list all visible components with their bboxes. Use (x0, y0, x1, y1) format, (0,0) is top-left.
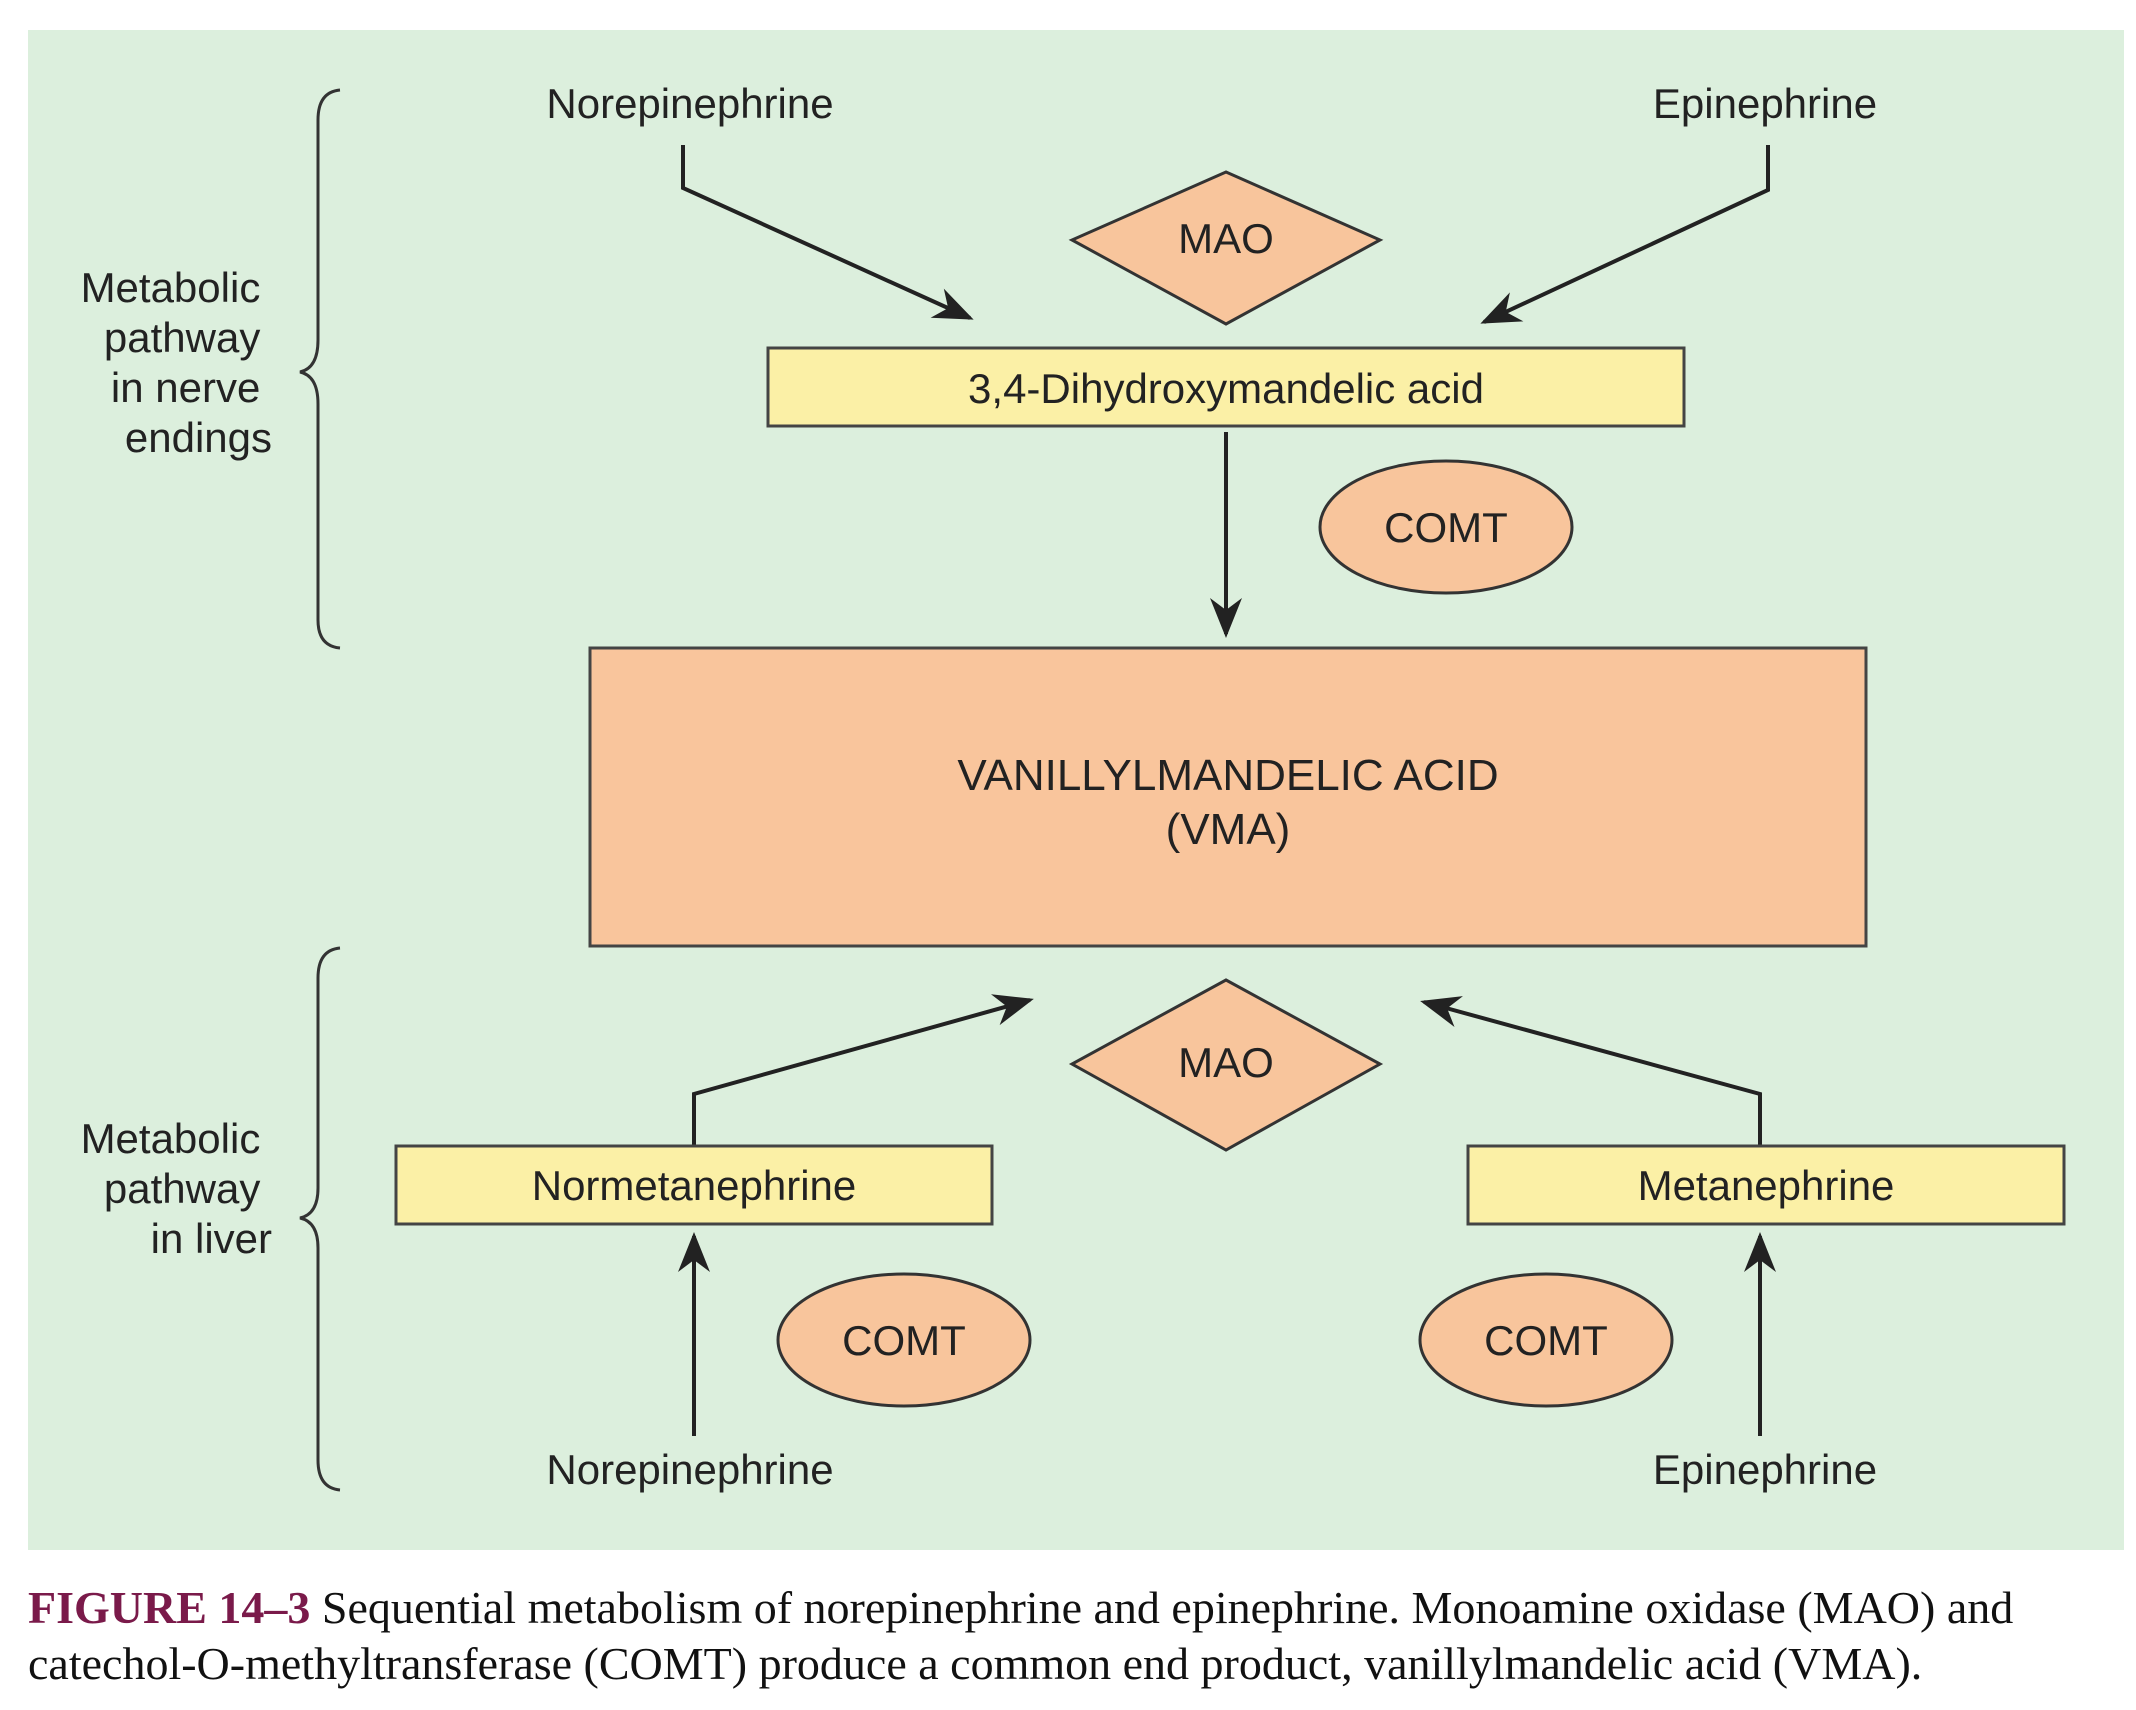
arrow-normetanephrine-to-vma (692, 994, 1034, 1146)
comt-label-liver-right: COMT (1484, 1317, 1608, 1364)
metanephrine-box (1466, 1144, 2066, 1226)
liver-brace (299, 946, 341, 1492)
mao-diamond-top (1068, 170, 1384, 326)
metanephrine-label: Metanephrine (1638, 1162, 1895, 1209)
comt-label-liver-left: COMT (842, 1317, 966, 1364)
nerve-epinephrine-label: Epinephrine (1653, 80, 1877, 127)
normetanephrine-label: Normetanephrine (532, 1162, 857, 1209)
vma-label-line2: (VMA) (1166, 805, 1291, 854)
nerve-brace (299, 88, 341, 650)
comt-label-nerve: COMT (1384, 504, 1508, 551)
nerve-norepinephrine-label: Norepinephrine (546, 80, 833, 127)
liver-brace-label: Metabolic pathway in liver (81, 1115, 272, 1262)
nerve-brace-label: Metabolic pathway in nerve endings (81, 264, 272, 461)
comt-ellipse-liver-left (776, 1272, 1032, 1408)
arrow-epinephrine-to-dhma (1480, 145, 1770, 324)
figure-number: FIGURE 14–3 (28, 1582, 311, 1633)
dhma-label: 3,4-Dihydroxymandelic acid (968, 365, 1484, 412)
figure-caption: FIGURE 14–3 Sequential metabolism of nor… (28, 1580, 2108, 1692)
vma-label-line1: VANILLYLMANDELIC ACID (957, 751, 1498, 800)
normetanephrine-box (394, 1144, 994, 1226)
mao-label-bottom: MAO (1178, 1039, 1274, 1086)
figure-caption-text: Sequential metabolism of norepinephrine … (28, 1582, 2014, 1689)
liver-norepinephrine-label: Norepinephrine (546, 1446, 833, 1493)
comt-ellipse-nerve (1318, 459, 1574, 595)
mao-diamond-bottom (1068, 978, 1384, 1152)
arrow-metanephrine-to-vma (1420, 996, 1762, 1146)
comt-ellipse-liver-right (1418, 1272, 1674, 1408)
liver-epinephrine-label: Epinephrine (1653, 1446, 1877, 1493)
vma-box (588, 646, 1868, 948)
arrow-norepinephrine-to-dhma (681, 145, 974, 320)
dhma-box (766, 346, 1686, 428)
mao-label-top: MAO (1178, 215, 1274, 262)
